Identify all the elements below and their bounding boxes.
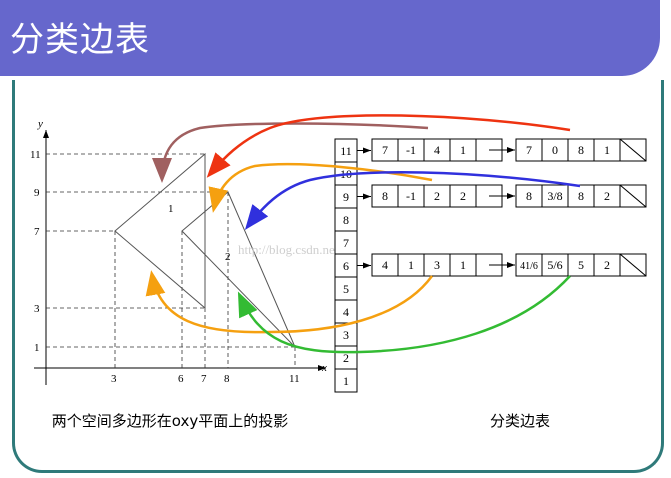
- node-value: 1: [460, 258, 466, 272]
- node-value: 41/6: [520, 261, 538, 272]
- bucket-label: 3: [343, 328, 349, 342]
- y-axis-label: y: [37, 118, 43, 130]
- node-value: 8: [578, 189, 584, 203]
- bucket-label: 1: [343, 374, 349, 388]
- node-value: 2: [434, 189, 440, 203]
- red-arrow: [206, 114, 571, 178]
- node-value: 8: [382, 189, 388, 203]
- x-tick-label: 7: [201, 373, 207, 385]
- brown-arrow: [152, 122, 429, 183]
- orange-arrow-bottom: [145, 270, 434, 334]
- polygon-label-2: 2: [225, 251, 231, 263]
- node-value: 4: [382, 258, 388, 272]
- node-value: 8: [526, 189, 532, 203]
- edge-rows: 7 -1 4 1 7 0 8 1 8 -1 2 2 8 3/8 8 2 4 1 3 1 41/6 5/6 5 2: [357, 138, 647, 277]
- node-value: -1: [406, 189, 416, 203]
- colored-arrows: [145, 114, 581, 354]
- bucket-label: 7: [343, 236, 349, 250]
- node-value: 8: [578, 143, 584, 157]
- node-value: 7: [382, 143, 388, 157]
- node-value: -1: [406, 143, 416, 157]
- node-value: 1: [604, 143, 610, 157]
- node-value: 3: [434, 258, 440, 272]
- node-value: 1: [408, 258, 414, 272]
- content-frame: [12, 80, 664, 473]
- node-value: 5/6: [547, 258, 562, 272]
- bucket-label: 2: [343, 351, 349, 365]
- slide-title: 分类边表: [10, 20, 150, 60]
- null-pointer-mark: [619, 184, 647, 208]
- node-value: 7: [526, 143, 532, 157]
- node-value: 2: [604, 258, 610, 272]
- green-arrow: [237, 275, 571, 354]
- blue-arrow: [244, 171, 581, 230]
- x-tick-label: 6: [178, 373, 184, 385]
- node-value: 2: [460, 189, 466, 203]
- x-tick-label: 8: [224, 373, 230, 385]
- null-pointer-mark: [619, 253, 647, 277]
- y-tick-label: 9: [34, 187, 40, 199]
- y-tick-label: 7: [34, 226, 40, 238]
- polygon-label-1: 1: [168, 203, 174, 215]
- x-axis-label: x: [321, 362, 327, 374]
- bucket-cell: [334, 368, 358, 393]
- x-tick-label: 11: [289, 373, 300, 385]
- watermark: http://blog.csdn.net/: [238, 242, 342, 257]
- y-tick-label: 1: [34, 342, 40, 354]
- node-value: 0: [552, 143, 558, 157]
- bucket-label: 9: [343, 190, 349, 204]
- x-tick-label: 3: [111, 373, 117, 385]
- bucket-label: 5: [343, 282, 349, 296]
- y-tick-label: 3: [34, 303, 40, 315]
- node-value: 5: [578, 258, 584, 272]
- caption-right: 分类边表: [489, 412, 550, 430]
- null-pointer-mark: [619, 138, 647, 162]
- bucket-label: 8: [343, 213, 349, 227]
- caption-left: 两个空间多边形在oxy平面上的投影: [51, 412, 289, 430]
- bucket-label: 11: [340, 144, 352, 158]
- node-value: 3/8: [547, 189, 562, 203]
- node-value: 1: [460, 143, 466, 157]
- bucket-label: 6: [343, 259, 349, 273]
- title-bar: 分类边表: [0, 0, 660, 76]
- y-tick-label: 11: [30, 149, 41, 161]
- node-value: 4: [434, 143, 440, 157]
- node-value: 2: [604, 189, 610, 203]
- polygon-2: [181, 191, 296, 348]
- polygons: [114, 152, 296, 348]
- polygon-1: [114, 152, 206, 310]
- bucket-label: 4: [343, 305, 349, 319]
